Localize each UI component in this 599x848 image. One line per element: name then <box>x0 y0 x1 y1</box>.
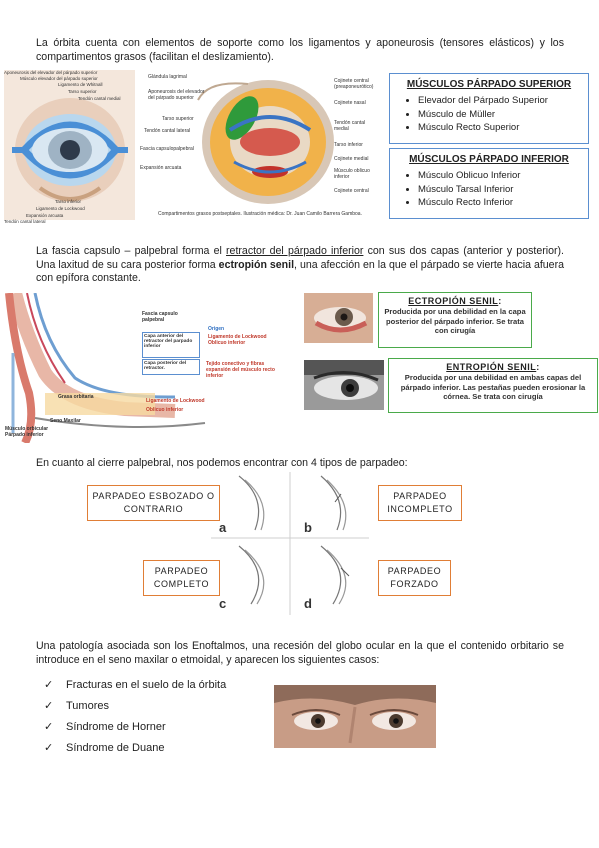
fig-label: Expansión arcuata <box>26 213 64 218</box>
fig-label: Tarso inferior <box>55 199 82 204</box>
fig-label: Tendón cantal lateral <box>144 128 191 134</box>
blink-letter-b: b <box>304 520 312 535</box>
list-item: Músculo Tarsal Inferior <box>418 183 588 197</box>
blink-intro-paragraph: En cuanto al cierre palpebral, nos podem… <box>36 457 408 469</box>
fig-label: Cojinete nasal <box>334 100 366 106</box>
diagram-label: Fascia capsulo palpebral <box>142 311 178 323</box>
fig-label: Tendón cantal medial <box>334 120 366 132</box>
blink-label: PARPADEO ESBOZADO O CONTRARIO <box>92 491 215 514</box>
check-icon: ✓ <box>44 679 54 691</box>
list-item: ✓ Síndrome de Horner <box>44 717 264 738</box>
entropion-title: ENTROPIÓN SENIL <box>446 362 537 372</box>
blink-label: PARPADEO FORZADO <box>387 566 442 589</box>
list-item-text: Síndrome de Duane <box>66 742 165 754</box>
list-item: Músculo Recto Superior <box>418 121 588 135</box>
blink-letter-c: c <box>219 596 227 611</box>
upper-box-title: MÚSCULOS PÁRPADO SUPERIOR <box>406 79 572 90</box>
label-box-anterior: Capa anterior del retractor del parpado … <box>142 332 200 358</box>
diagram-label: Ligamento de Lockwood <box>146 398 205 404</box>
list-item: Músculo Oblicuo Inferior <box>418 169 588 183</box>
lower-box-title: MÚSCULOS PÁRPADO INFERIOR <box>409 154 569 165</box>
diagram-label: Grasa orbitaria <box>58 394 94 400</box>
blink-letter-d: d <box>304 596 312 611</box>
fig-label: Ligamento de Whitnall <box>58 82 103 87</box>
fig-label: Glándula lagrimal <box>148 74 187 80</box>
text-segment: La fascia capsulo – palpebral forma el <box>36 245 227 257</box>
fig-label: Expansión arcuata <box>140 165 182 171</box>
ectropion-box: ECTROPIÓN SENIL: Producida por una debil… <box>378 292 532 348</box>
figure-caption: Compartimentos grasos postseptales. Ilus… <box>158 211 362 217</box>
blink-label-box: PARPADEO ESBOZADO O CONTRARIO <box>87 485 220 521</box>
diagram-label: Músculo orbicular Párpado inferior <box>5 426 49 438</box>
list-item-text: Síndrome de Horner <box>66 721 166 733</box>
check-icon: ✓ <box>44 700 54 712</box>
check-icon: ✓ <box>44 721 54 733</box>
upper-muscles-list: Elevador del Párpado Superior Músculo de… <box>390 94 588 135</box>
list-item: Músculo de Müller <box>418 108 588 122</box>
blink-letter-a: a <box>219 520 227 535</box>
entropion-description: Producida por una debilidad en ambas cap… <box>400 373 586 402</box>
fig-label: Tarso superior <box>162 116 194 122</box>
fig-label: Ligamento de Lockwood <box>36 206 85 211</box>
diagram-label: Tejido conectivo y fibras expansión del … <box>206 361 275 379</box>
text-segment: , una afección en la que el párpado se v… <box>36 258 564 285</box>
enophthalmos-causes-list: ✓ Fracturas en el suelo de la órbita ✓ Tum… <box>44 675 264 759</box>
list-item-text: Tumores <box>66 700 109 712</box>
orbit-ligaments-figure <box>4 70 135 220</box>
blink-types-diagram <box>211 472 369 615</box>
blink-label-box: PARPADEO INCOMPLETO <box>378 485 462 521</box>
ectropion-description: Producida por una debilidad en la capa p… <box>384 307 526 336</box>
fig-label: Músculo elevador del párpado superior <box>20 76 98 81</box>
fig-label: Músculo oblicuo inferior <box>334 168 370 180</box>
label-box-posterior: Capa posterior del retractor. <box>142 359 200 375</box>
check-icon: ✓ <box>44 742 54 754</box>
list-item: ✓ Fracturas en el suelo de la órbita <box>44 675 264 696</box>
blink-label: PARPADEO INCOMPLETO <box>387 491 453 514</box>
list-item-text: Fracturas en el suelo de la órbita <box>66 679 227 691</box>
lower-eyelid-muscles-box: MÚSCULOS PÁRPADO INFERIOR Músculo Oblicu… <box>389 148 589 219</box>
blink-label-box: PARPADEO COMPLETO <box>143 560 220 596</box>
diagram-label: Ligamento de Lockwood Oblicuo inferior <box>208 334 267 346</box>
entropion-box: ENTROPIÓN SENIL: Producida por una debil… <box>388 358 598 413</box>
fig-label: Tendón cantal lateral <box>4 219 46 224</box>
intro-paragraph-orbita: La órbita cuenta con elementos de soport… <box>36 37 564 63</box>
fig-label: Aponeurosis del elevador del párpado sup… <box>148 89 205 101</box>
retractor-diagram <box>5 291 285 445</box>
enophthalmos-eyes-photo <box>274 685 436 748</box>
fig-label: Tarso superior <box>68 89 97 94</box>
upper-eyelid-muscles-box: MÚSCULOS PÁRPADO SUPERIOR Elevador del P… <box>389 73 589 144</box>
diagram-label: Oblicuo inferior <box>146 407 184 413</box>
list-item: ✓ Síndrome de Duane <box>44 738 264 759</box>
ectropion-term: ectropión senil <box>218 258 295 271</box>
diagram-label: Seno Maxilar <box>50 418 81 424</box>
list-item: ✓ Tumores <box>44 696 264 717</box>
orbit-fat-compartments-figure <box>138 70 383 220</box>
list-item: Músculo Recto Inferior <box>418 196 588 210</box>
fig-label: Tarso inferior <box>334 142 363 148</box>
diagram-label: Capa anterior del retractor del parpado … <box>144 334 193 349</box>
diagram-label: Origen <box>208 326 225 332</box>
retractor-term: retractor del párpado inferior <box>226 245 364 257</box>
fig-label: Cojinete central (preaponeurótico) <box>334 78 374 90</box>
lower-muscles-list: Músculo Oblicuo Inferior Músculo Tarsal … <box>390 169 588 210</box>
list-item: Elevador del Párpado Superior <box>418 94 588 108</box>
fig-label: Cojinete medial <box>334 156 369 162</box>
blink-label: PARPADEO COMPLETO <box>153 566 210 589</box>
fig-label: Aponeurosis del elevador del párpado sup… <box>4 70 98 75</box>
ectropion-photo <box>304 293 373 343</box>
enophthalmos-paragraph: Una patología asociada son los Enoftalmo… <box>36 640 564 666</box>
entropion-photo <box>304 360 384 410</box>
capsulopalpebral-paragraph: La fascia capsulo – palpebral forma el r… <box>36 245 564 286</box>
fig-label: Fascia capsulopalpebral <box>140 146 194 152</box>
diagram-label: Capa posterior del retractor. <box>144 361 187 371</box>
ectropion-title: ECTROPIÓN SENIL <box>408 296 499 306</box>
fig-label: Cojinete central <box>334 188 369 194</box>
text-segment: con sus dos capas (anterior y posterior)… <box>36 245 564 271</box>
blink-label-box: PARPADEO FORZADO <box>378 560 451 596</box>
fig-label: Tendón cantal medial <box>78 96 121 101</box>
